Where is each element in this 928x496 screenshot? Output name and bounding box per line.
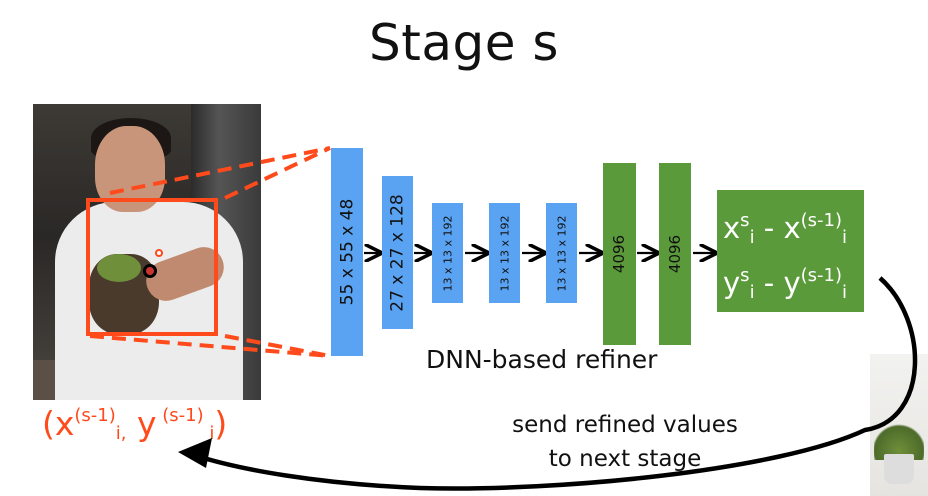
output-y-offset: ysi - y(s-1)i bbox=[723, 265, 848, 303]
refiner-caption: DNN-based refiner bbox=[426, 345, 658, 374]
keypoint-marker-small bbox=[155, 249, 163, 257]
layer-conv1: 55 x 55 x 48 bbox=[331, 148, 363, 356]
layer-fc2: 4096 bbox=[659, 163, 691, 345]
layer-fc1: 4096 bbox=[603, 163, 636, 345]
layer-conv2: 27 x 27 x 128 bbox=[382, 176, 413, 329]
feedback-arrow bbox=[193, 276, 918, 491]
layer-conv5: 13 x 13 x 192 bbox=[546, 203, 577, 303]
feedback-caption: send refined values to next stage bbox=[512, 412, 738, 472]
crop-bounding-box bbox=[86, 198, 218, 336]
webcam-inset bbox=[870, 354, 928, 496]
input-coordinate-label: (x(s-1)i, y (s-1) i) bbox=[42, 404, 228, 444]
layer-conv4: 13 x 13 x 192 bbox=[489, 203, 520, 303]
output-offsets-box: xsi - x(s-1)i ysi - y(s-1)i bbox=[717, 190, 864, 312]
projection-lines bbox=[89, 146, 331, 358]
stage-title: Stage s bbox=[369, 14, 559, 72]
feedback-arrowhead bbox=[178, 438, 212, 468]
layer-conv3: 13 x 13 x 192 bbox=[432, 203, 463, 303]
keypoint-marker bbox=[143, 264, 157, 278]
output-x-offset: xsi - x(s-1)i bbox=[723, 210, 848, 248]
